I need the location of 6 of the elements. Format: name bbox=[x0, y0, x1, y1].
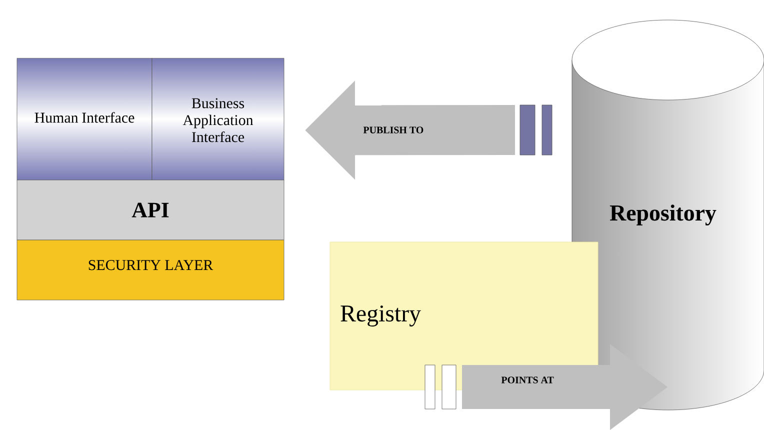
api-layer: API bbox=[16, 180, 284, 240]
interface-box: Business Application Interface bbox=[152, 58, 284, 180]
edge-label: POINTS AT bbox=[501, 376, 554, 384]
edge-label: PUBLISH TO bbox=[363, 126, 424, 134]
security-layer: SECURITY LAYER bbox=[16, 240, 284, 300]
interface-box: Human Interface bbox=[16, 58, 152, 180]
